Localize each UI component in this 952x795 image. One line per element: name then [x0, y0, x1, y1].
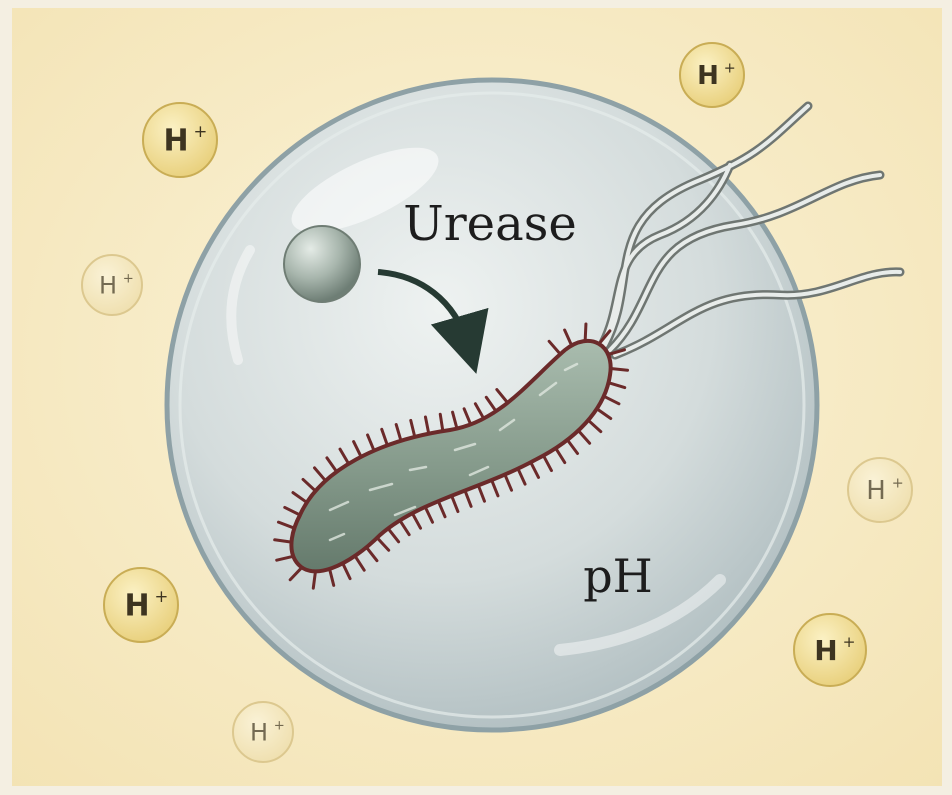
ion-symbol: H — [124, 589, 149, 624]
pilus — [585, 324, 586, 341]
hydrogen-ion: H+ — [104, 568, 178, 642]
ion-symbol: H — [163, 124, 188, 159]
ion-symbol: H — [866, 476, 886, 506]
hydrogen-ion: H+ — [233, 702, 293, 762]
ion-symbol: H — [697, 61, 719, 91]
ion-charge: + — [155, 587, 169, 606]
ion-charge: + — [194, 122, 208, 141]
ion-charge: + — [843, 633, 856, 651]
hydrogen-ion: H+ — [848, 458, 912, 522]
hydrogen-ion: H+ — [143, 103, 217, 177]
ion-symbol: H — [250, 718, 268, 746]
sphere-icon — [284, 226, 360, 302]
ion-charge: + — [724, 60, 736, 76]
ion-charge: + — [123, 272, 134, 287]
hydrogen-ion: H+ — [794, 614, 866, 686]
ion-symbol: H — [99, 271, 117, 299]
ph-label: pH — [583, 549, 653, 603]
ion-charge: + — [892, 475, 904, 491]
pilus — [611, 369, 628, 371]
hydrogen-ion: H+ — [680, 43, 744, 107]
ion-symbol: H — [814, 634, 837, 667]
ion-charge: + — [274, 719, 285, 734]
hydrogen-ion: H+ — [82, 255, 142, 315]
urease-label: Urease — [403, 196, 576, 252]
